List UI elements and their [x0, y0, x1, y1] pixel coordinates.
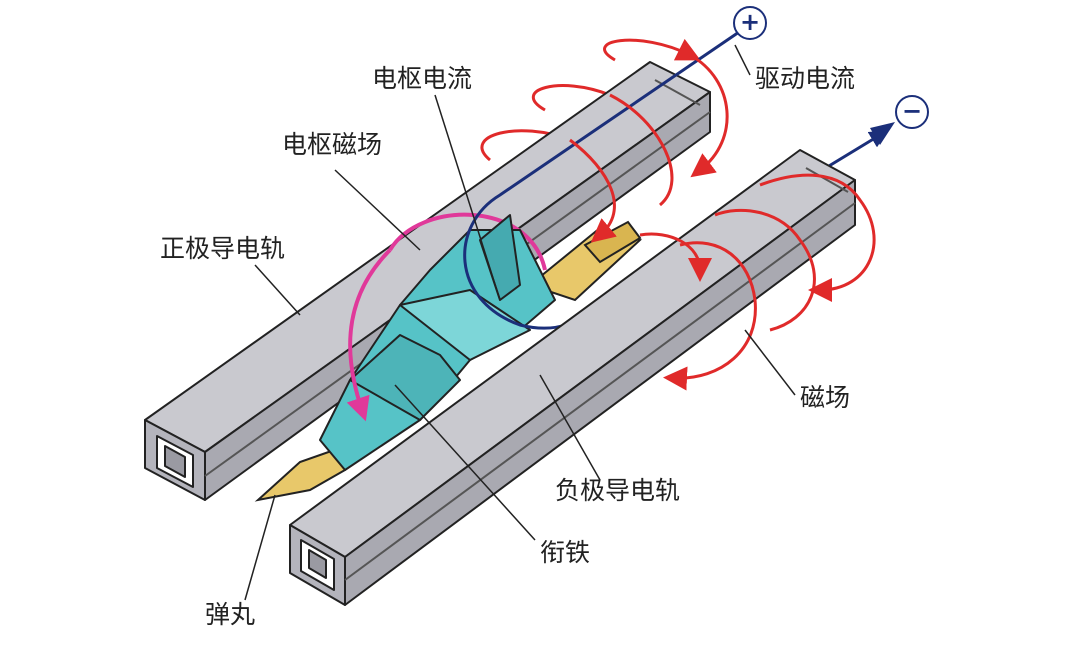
- positive-terminal: +: [733, 6, 767, 40]
- magnetic-field-loops: [569, 53, 876, 391]
- label-drive-current: 驱动电流: [755, 64, 856, 93]
- label-armature: 衔铁: [540, 538, 591, 567]
- label-armature-current: 电枢电流: [372, 64, 473, 93]
- label-armature-field: 电枢磁场: [282, 130, 383, 159]
- current-arrow-head: [870, 122, 895, 145]
- label-projectile: 弹丸: [205, 600, 256, 629]
- leader-lines: [244, 44, 796, 601]
- label-magnetic-field: 磁场: [800, 383, 851, 412]
- label-negative-rail: 负极导电轨: [555, 476, 681, 505]
- armature-field-arrow: [346, 248, 392, 422]
- label-positive-rail: 正极导电轨: [160, 234, 286, 263]
- negative-rail: [289, 149, 856, 606]
- negative-terminal: −: [895, 95, 929, 129]
- armature: [319, 214, 556, 471]
